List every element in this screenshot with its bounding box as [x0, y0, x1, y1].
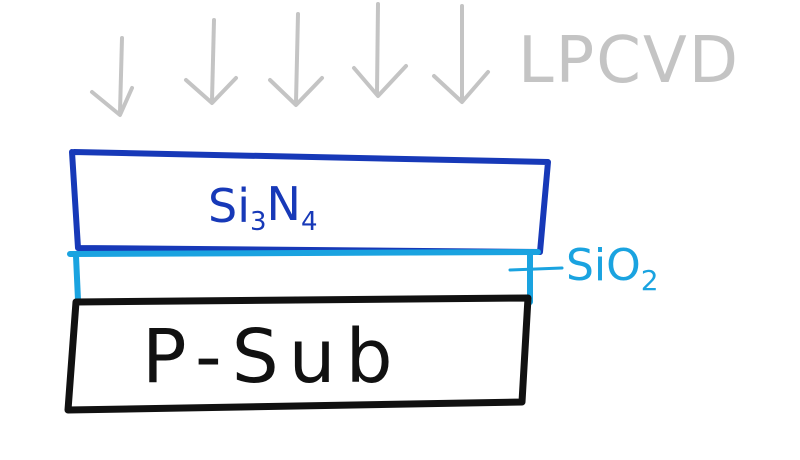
- substrate-layer: P-Sub: [64, 294, 532, 414]
- arrow-1: [90, 36, 134, 117]
- oxide-layer: SiO2: [67, 240, 659, 305]
- nitride-layer-outline: [69, 149, 551, 255]
- arrow-4: [352, 2, 408, 98]
- deposition-arrows: [90, 2, 490, 117]
- nitride-label: Si3N4: [208, 177, 318, 237]
- oxide-leader-line: [508, 266, 564, 272]
- arrow-5: [432, 4, 490, 104]
- oxide-label: SiO2: [566, 240, 659, 297]
- arrow-3: [268, 12, 324, 107]
- substrate-outline: [64, 294, 532, 414]
- process-label: LPCVD: [518, 24, 740, 98]
- substrate-label: P-Sub: [142, 314, 403, 400]
- nitride-layer: Si3N4: [69, 149, 551, 255]
- arrow-2: [184, 18, 238, 105]
